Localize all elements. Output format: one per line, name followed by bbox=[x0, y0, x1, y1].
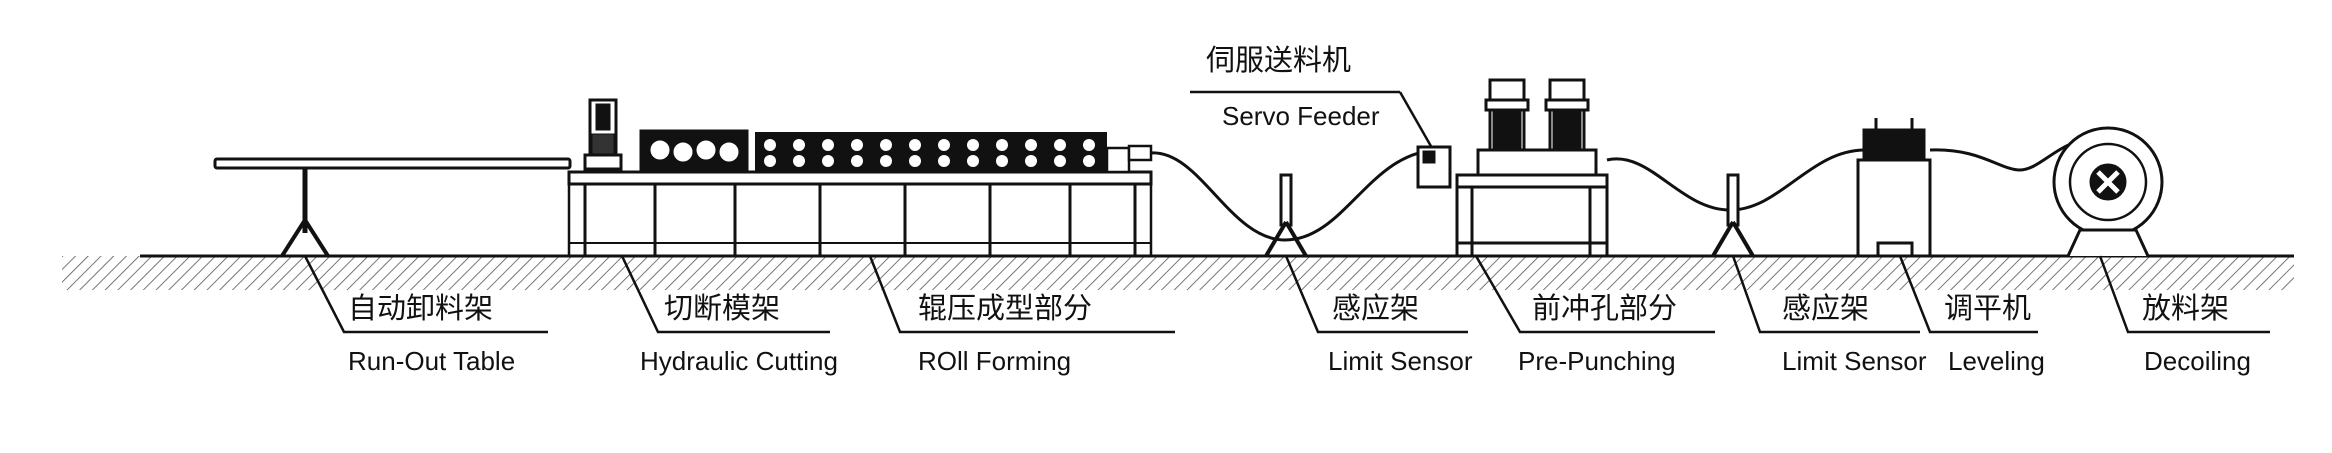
forming-roller bbox=[822, 155, 834, 167]
leveling-leader-line bbox=[1898, 255, 2038, 334]
forming-roller bbox=[851, 155, 863, 167]
ground bbox=[62, 254, 2294, 290]
forming-roller bbox=[996, 139, 1008, 151]
limit-sensor-2-cn-label: 感应架 bbox=[1782, 292, 1869, 325]
forming-roller bbox=[909, 155, 921, 167]
pre-punching-cn-label: 前冲孔部分 bbox=[1532, 292, 1677, 325]
run-out-table-leader-line bbox=[303, 255, 548, 334]
decoiling-leader-line bbox=[2098, 255, 2270, 334]
forming-frame bbox=[567, 170, 1153, 258]
forming-roller bbox=[1083, 139, 1095, 151]
forming-roller bbox=[1025, 155, 1037, 167]
roll-forming-en-label: ROll Forming bbox=[918, 346, 1071, 376]
forming-roller bbox=[880, 139, 892, 151]
hydraulic-cutting-cn-label: 切断模架 bbox=[664, 292, 780, 325]
forming-roller bbox=[880, 155, 892, 167]
decoiling-cn-label: 放料架 bbox=[2142, 292, 2229, 325]
forming-roller bbox=[967, 155, 979, 167]
forming-roller bbox=[1025, 139, 1037, 151]
forming-roller bbox=[1054, 155, 1066, 167]
hydraulic-cutting-en-label: Hydraulic Cutting bbox=[640, 346, 838, 376]
forming-roller bbox=[851, 139, 863, 151]
leveling-cn-label: 调平机 bbox=[1944, 292, 2031, 325]
forming-roller bbox=[764, 155, 776, 167]
guide-rollers bbox=[639, 129, 749, 173]
servo-feeder-cn-label: 伺服送料机 bbox=[1206, 44, 1351, 77]
forming-roller bbox=[764, 139, 776, 151]
forming-roller bbox=[967, 139, 979, 151]
limit-sensor-1-en-label: Limit Sensor bbox=[1328, 346, 1473, 376]
forming-roller bbox=[793, 139, 805, 151]
run-out-table-machine bbox=[213, 157, 572, 258]
roll-forming-cn-label: 辊压成型部分 bbox=[918, 292, 1092, 325]
roll-forming-machine bbox=[755, 132, 1153, 174]
forming-roller bbox=[996, 155, 1008, 167]
roll-forming-leader-line bbox=[868, 255, 1175, 334]
limit-sensor-1-leader-line bbox=[1284, 255, 1468, 334]
forming-roller bbox=[822, 139, 834, 151]
decoiling-machine bbox=[2052, 126, 2164, 257]
pre-punching-machine bbox=[1455, 78, 1609, 258]
limit-sensor-2-machine bbox=[1711, 173, 1755, 258]
run-out-table-en-label: Run-Out Table bbox=[348, 346, 515, 376]
leveling-en-label: Leveling bbox=[1948, 346, 2045, 376]
steel-strip-1 bbox=[1150, 148, 1441, 242]
forming-roller bbox=[938, 155, 950, 167]
limit-sensor-1-cn-label: 感应架 bbox=[1332, 292, 1419, 325]
forming-roller bbox=[793, 155, 805, 167]
forming-roller bbox=[909, 139, 921, 151]
limit-sensor-2-leader-line bbox=[1731, 255, 1920, 334]
servo-feeder-callout: 伺服送料机 Servo Feeder bbox=[1190, 44, 1434, 149]
servo-feeder-en-label: Servo Feeder bbox=[1222, 101, 1380, 131]
station-callouts: 自动卸料架 Run-Out Table 切断模架 Hydraulic Cutting 辊… bbox=[303, 255, 2270, 376]
forming-roller bbox=[1054, 139, 1066, 151]
run-out-table-cn-label: 自动卸料架 bbox=[348, 292, 493, 325]
leveling-machine bbox=[1856, 118, 1932, 258]
forming-roller bbox=[938, 139, 950, 151]
forming-roller bbox=[1083, 155, 1095, 167]
servo-feeder-machine bbox=[1416, 145, 1452, 189]
hydraulic-cutting-leader-line bbox=[620, 255, 830, 334]
limit-sensor-1-machine bbox=[1264, 173, 1308, 258]
limit-sensor-2-en-label: Limit Sensor bbox=[1782, 346, 1927, 376]
decoiling-en-label: Decoiling bbox=[2144, 346, 2251, 376]
pre-punching-leader-line bbox=[1474, 255, 1715, 334]
pre-punching-en-label: Pre-Punching bbox=[1518, 346, 1676, 376]
hydraulic-cutting-machine bbox=[583, 98, 623, 174]
